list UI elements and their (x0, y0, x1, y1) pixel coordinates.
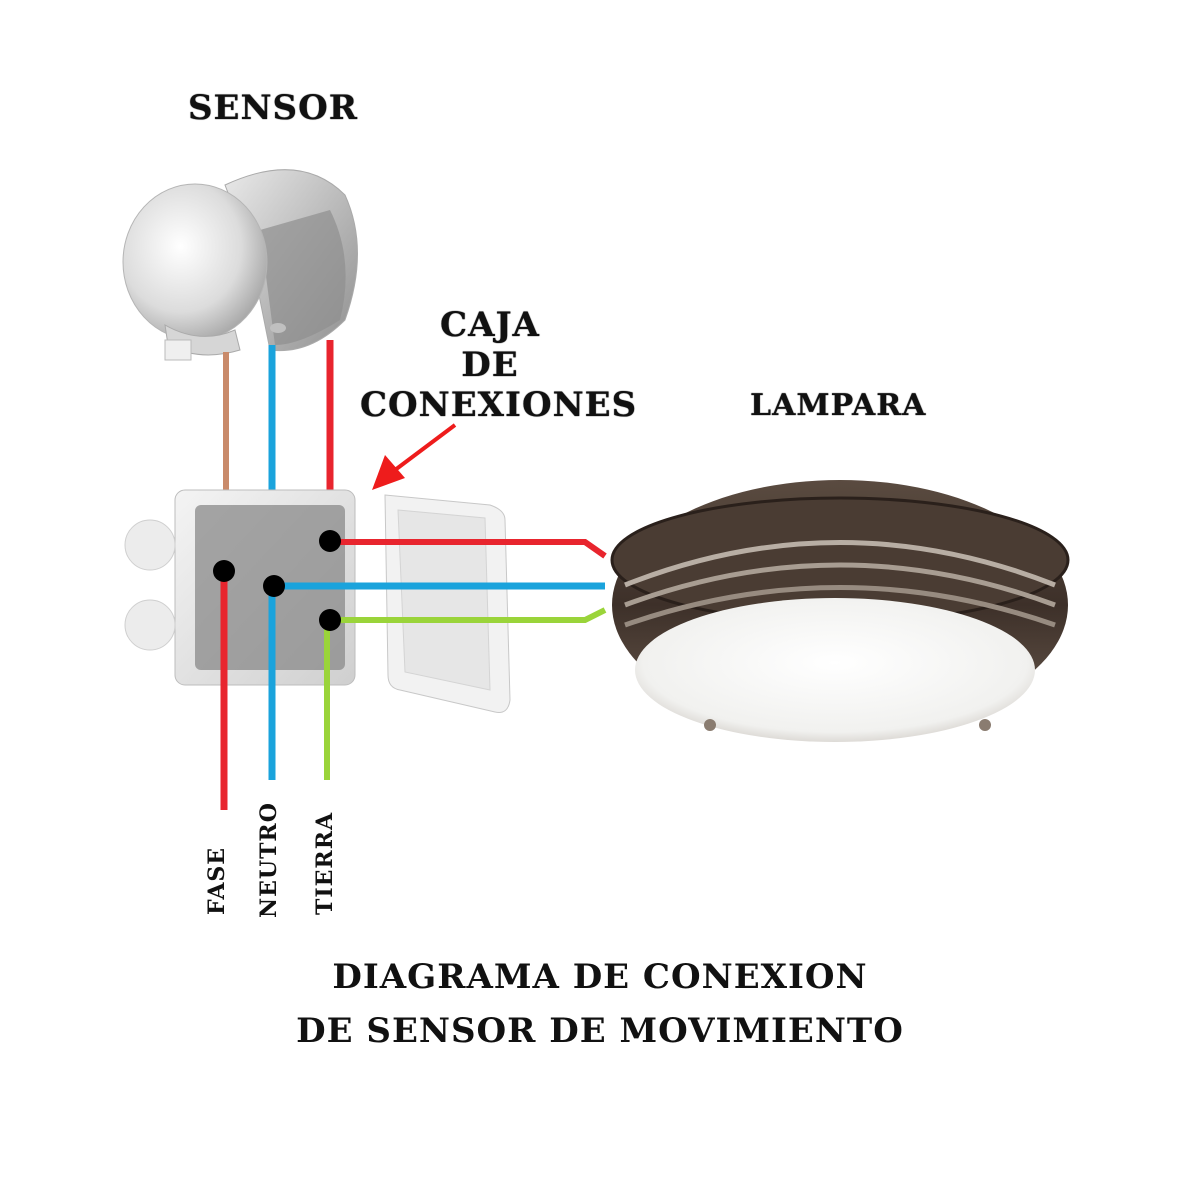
node-neutro (263, 575, 285, 597)
ceiling-lamp (610, 480, 1070, 742)
arrow-pointer (372, 423, 457, 490)
node-fase (213, 560, 235, 582)
wire-label-fase: FASE (204, 846, 230, 915)
lamp-label: LAMPARA (750, 388, 927, 423)
wire-label-tierra: TIERRA (312, 811, 338, 915)
node-sensor-fase (319, 530, 341, 552)
diagram-title-line1: DIAGRAMA DE CONEXION (332, 957, 868, 997)
sensor-device (122, 169, 358, 361)
junction-box-label-line1: CAJA (440, 305, 540, 345)
junction-box-label-line3: CONEXIONES (360, 385, 638, 425)
junction-box-label-line2: DE (461, 345, 519, 385)
sensor-label: SENSOR (188, 88, 358, 128)
node-tierra (319, 609, 341, 631)
wire-label-neutro: NEUTRO (256, 802, 282, 918)
junction-box-label: CAJA DE CONEXIONES (360, 305, 638, 425)
diagram-title-line2: DE SENSOR DE MOVIMIENTO (296, 1011, 904, 1051)
junction-box (124, 489, 511, 713)
diagram-title: DIAGRAMA DE CONEXION DE SENSOR DE MOVIMI… (0, 950, 1200, 1058)
